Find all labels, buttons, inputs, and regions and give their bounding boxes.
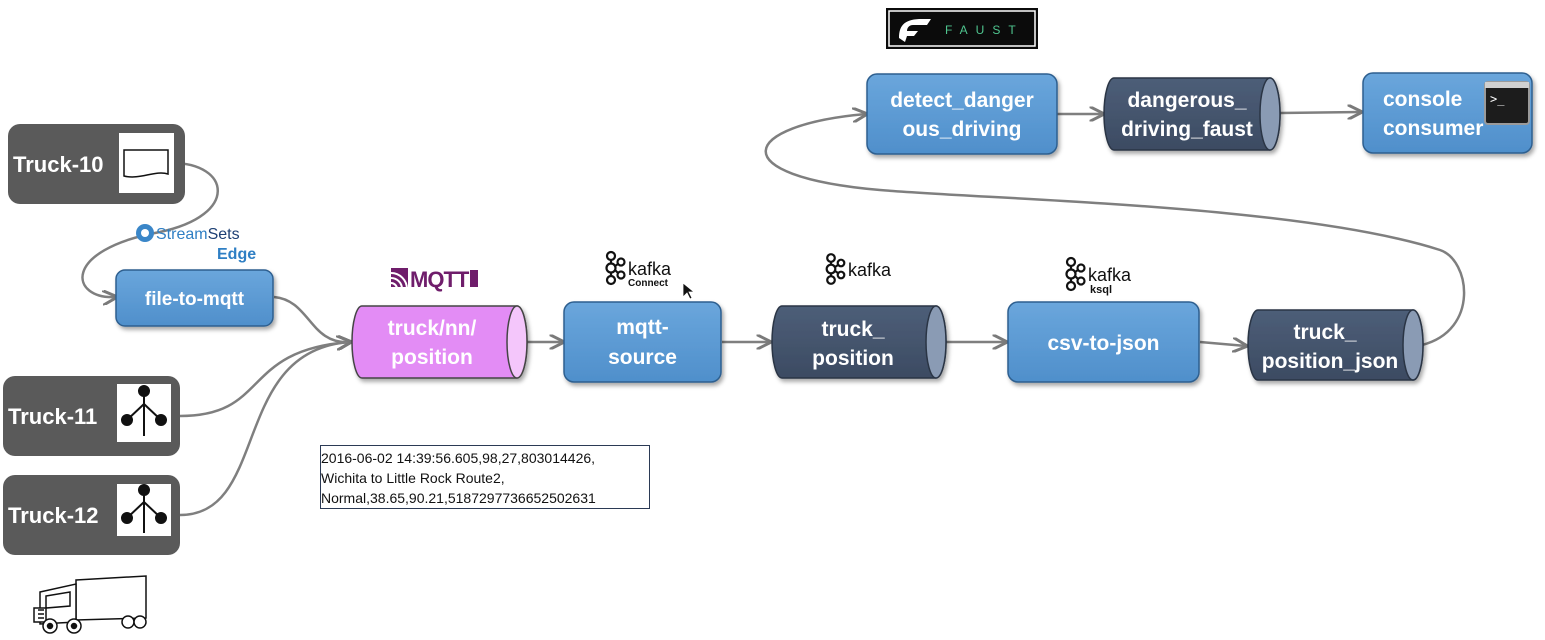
truck-10-label: Truck-10 [13, 152, 104, 177]
faust-logo: FAUST [886, 8, 1038, 49]
console-consumer-processor[interactable]: console consumer >_ [1362, 72, 1533, 154]
kafka-topic-dangerous-driving-faust[interactable]: dangerous_ driving_faust [1103, 77, 1281, 151]
sample-record-box: 2016-06-02 14:39:56.605,98,27,803014426,… [320, 445, 650, 509]
svg-text:StreamSets: StreamSets [156, 226, 240, 243]
terminal-prompt: >_ [1490, 92, 1505, 106]
connector-csv-to-json-to-truck-position-json [1199, 342, 1246, 346]
console-consumer-label-line1: console [1383, 88, 1462, 111]
kafka-connect-logo: kafka Connect [605, 250, 672, 289]
truck-11-node: Truck-11 [3, 376, 180, 456]
sample-record-line-2: Wichita to Little Rock Route2, [321, 470, 505, 486]
truck-10-node: Truck-10 [8, 124, 185, 204]
mouse-cursor-icon [682, 282, 696, 300]
streamsets-edge-label: Edge [217, 246, 256, 263]
mqtt-topic-label-line2: position [391, 346, 473, 369]
connector-truck10-to-file-to-mqtt [81, 161, 219, 297]
sample-record-line-1: 2016-06-02 14:39:56.605,98,27,803014426, [321, 450, 596, 466]
csv-to-json-processor[interactable]: csv-to-json [1007, 301, 1200, 383]
truck-11-label: Truck-11 [8, 404, 97, 429]
kafka-ksql-logo-text: kafka [1088, 265, 1132, 285]
terminal-icon: >_ [1484, 81, 1530, 125]
faust-logo-mark [899, 19, 931, 42]
detect-dangerous-driving-label-line1: detect_danger [890, 89, 1034, 112]
truck-position-label-line2: position [812, 347, 894, 370]
mqtt-topic-truck-nn-position[interactable]: truck/nn/ position [351, 305, 528, 379]
console-consumer-label-line2: consumer [1383, 117, 1483, 140]
truck-position-json-label-line1: truck_ [1293, 321, 1356, 344]
truck-12-node: Truck-12 [3, 475, 180, 555]
mqtt-topic-label-line1: truck/nn/ [388, 317, 477, 340]
kafka-ksql-sub-text: ksql [1090, 284, 1112, 296]
connector-dangerous-to-console [1279, 112, 1361, 113]
kafka-logo: kafka [825, 253, 892, 285]
connector-truck-position-json-to-detect [764, 114, 1466, 347]
mqtt-source-label-line2: source [608, 346, 677, 369]
streamsets-edge-logo: StreamSets Edge [136, 224, 256, 263]
kafka-logo-text: kafka [848, 260, 892, 280]
sample-record-line-3: Normal,38.65,90.21,5187297736652502631 [321, 490, 596, 506]
truck-illustration [33, 575, 147, 634]
dangerous-driving-faust-label-line2: driving_faust [1121, 118, 1253, 141]
kafka-connect-logo-text: kafka [628, 259, 672, 279]
kafka-connect-sub-text: Connect [628, 278, 669, 289]
truck-position-json-label-line2: position_json [1262, 350, 1399, 373]
csv-to-json-label: csv-to-json [1047, 332, 1159, 355]
kafka-topic-truck-position-json[interactable]: truck_ position_json [1247, 309, 1424, 381]
mqtt-logo-text: MQTT [410, 267, 470, 292]
kafka-ksql-logo: kafka ksql [1065, 256, 1132, 296]
mqtt-source-label-line1: mqtt- [616, 316, 668, 339]
file-to-mqtt-label: file-to-mqtt [145, 289, 245, 310]
detect-dangerous-driving-label-line2: ous_driving [902, 118, 1021, 141]
network-topology-icon [121, 385, 167, 436]
kafka-topic-truck-position[interactable]: truck_ position [771, 305, 947, 379]
connector-truck12-to-mqtt-topic [179, 342, 350, 517]
mqtt-source-processor[interactable]: mqtt- source [563, 301, 722, 383]
mqtt-logo: MQTT [390, 267, 478, 292]
connector-truck11-to-mqtt-topic [179, 342, 350, 418]
streamsets-logo-text-2: Sets [208, 226, 240, 243]
file-to-mqtt-processor[interactable]: file-to-mqtt [115, 269, 274, 327]
network-topology-icon [121, 484, 167, 533]
detect-dangerous-driving-processor[interactable]: detect_danger ous_driving [866, 73, 1058, 155]
truck-12-label: Truck-12 [8, 503, 99, 528]
file-icon [123, 149, 169, 178]
streamsets-logo-text-1: Stream [156, 226, 208, 243]
connector-file-to-mqtt-to-mqtt-topic [273, 295, 350, 342]
faust-logo-text: FAUST [945, 23, 1024, 37]
truck-position-label-line1: truck_ [821, 318, 884, 341]
dangerous-driving-faust-label-line1: dangerous_ [1127, 89, 1246, 112]
